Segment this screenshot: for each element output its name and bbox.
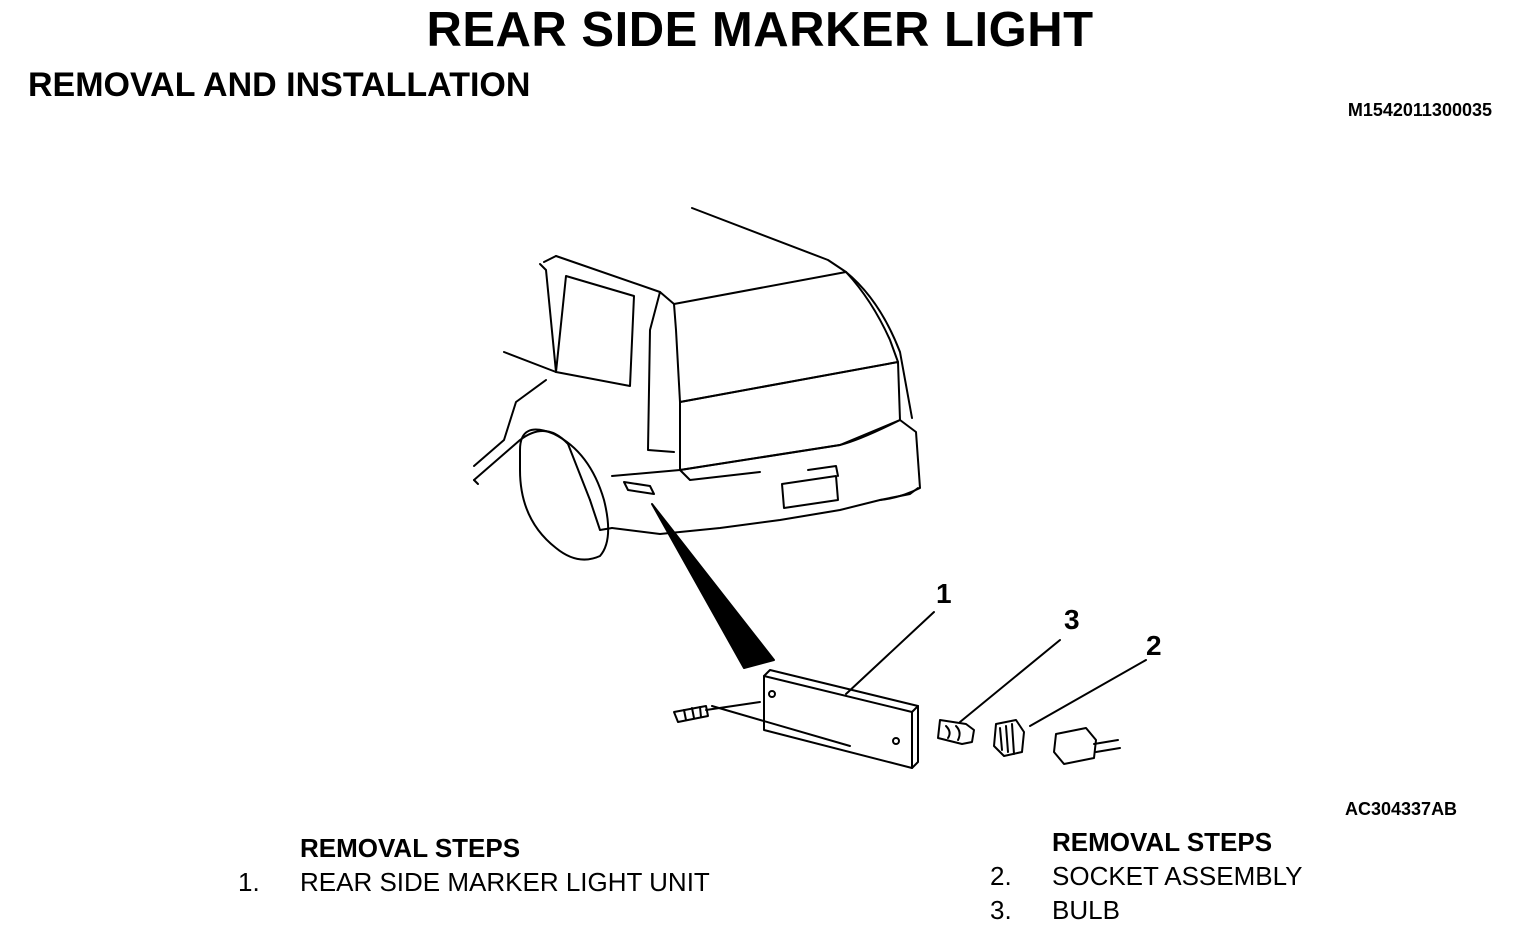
step-number: 2.	[990, 861, 1012, 891]
document-id: M1542011300035	[1347, 100, 1492, 120]
marker-light-unit	[763, 669, 919, 769]
vehicle-roof	[691, 207, 847, 273]
license-plate	[781, 475, 839, 509]
leader-line-3	[959, 639, 1061, 723]
removal-steps-right: REMOVAL STEPS 2. SOCKET ASSEMBLY 3. BULB	[990, 825, 1302, 927]
callout-label: 1	[936, 578, 952, 609]
harness-connector	[1053, 727, 1121, 765]
quarter-window	[555, 275, 635, 387]
socket-assembly	[993, 719, 1025, 757]
screw	[673, 701, 851, 747]
vehicle-roof-side	[555, 255, 675, 305]
step-label: REAR SIDE MARKER LIGHT UNIT	[300, 867, 710, 897]
rear-fender	[473, 430, 591, 501]
step-number: 1.	[238, 867, 260, 897]
list-item: 3. BULB	[990, 893, 1302, 927]
callout-label: 2	[1146, 630, 1162, 661]
page-title: REAR SIDE MARKER LIGHT	[426, 3, 1094, 57]
callout-label: 3	[1064, 604, 1080, 635]
body-marker-light	[623, 481, 655, 495]
step-label: SOCKET ASSEMBLY	[1052, 861, 1303, 891]
section-subtitle: REMOVAL AND INSTALLATION	[28, 66, 531, 104]
step-number: 3.	[990, 895, 1012, 925]
removal-steps-heading: REMOVAL STEPS	[1052, 827, 1273, 857]
removal-steps-heading: REMOVAL STEPS	[300, 833, 521, 863]
leader-line-1	[845, 611, 935, 695]
rear-wheel	[519, 428, 610, 561]
pointer-wedge	[651, 503, 775, 669]
list-item: 1. REAR SIDE MARKER LIGHT UNIT	[238, 865, 710, 899]
leader-line-2	[1029, 659, 1147, 727]
figure-id: AC304337AB	[1345, 799, 1458, 819]
bulb	[937, 719, 975, 745]
removal-steps-left: REMOVAL STEPS 1. REAR SIDE MARKER LIGHT …	[238, 831, 710, 899]
step-label: BULB	[1052, 895, 1120, 925]
list-item: 2. SOCKET ASSEMBLY	[990, 859, 1302, 893]
